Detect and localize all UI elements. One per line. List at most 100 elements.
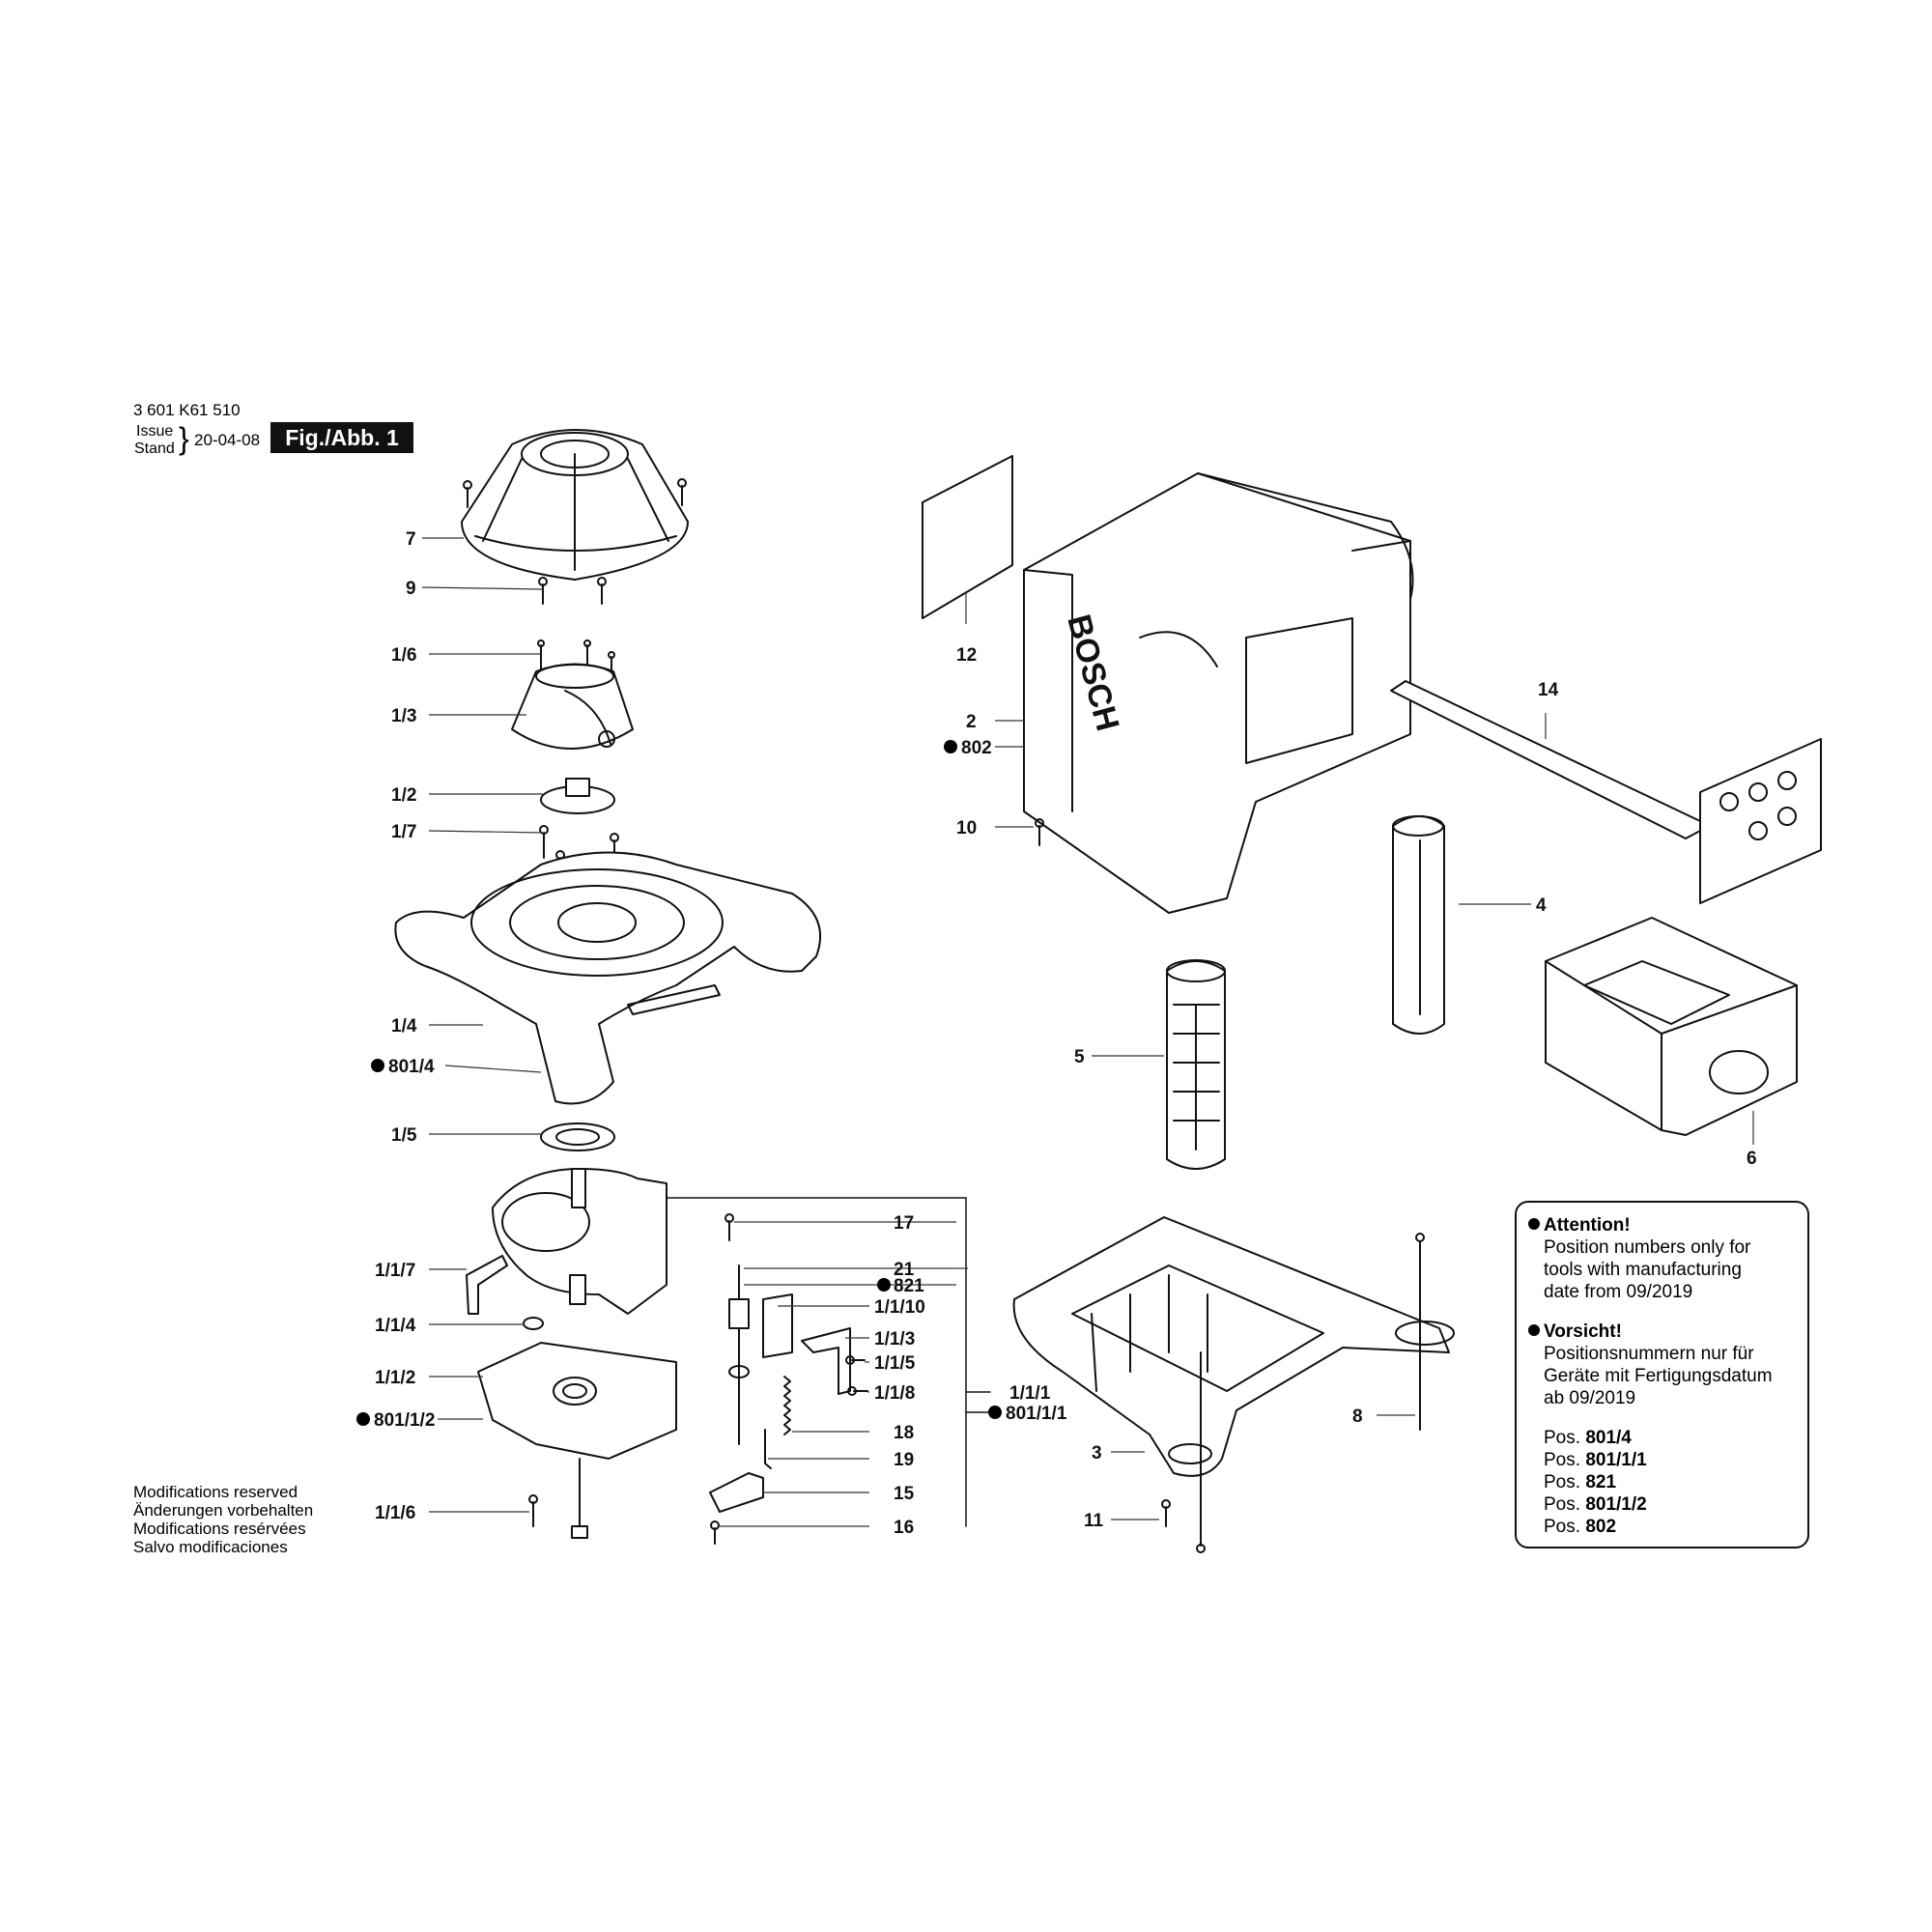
part-9-screws bbox=[463, 478, 687, 605]
callout-1-1-1: 1/1/1 bbox=[1009, 1383, 1051, 1404]
vorsicht-line: Geräte mit Fertigungsdatum bbox=[1544, 1366, 1773, 1386]
part-1-1-7-strip bbox=[466, 1255, 508, 1315]
part-1-2-mount bbox=[540, 778, 615, 814]
callout-1-3: 1/3 bbox=[391, 706, 416, 726]
bullet-801-4 bbox=[371, 1059, 384, 1072]
callout-15: 15 bbox=[894, 1484, 915, 1504]
vorsicht-line: Positionsnummern nur für bbox=[1544, 1344, 1754, 1364]
callout-1-2: 1/2 bbox=[391, 785, 416, 806]
callout-801-4: 801/4 bbox=[388, 1057, 435, 1077]
part-3-long-screw bbox=[1196, 1351, 1206, 1553]
bullet-icon bbox=[1528, 1218, 1540, 1230]
callout-1-7: 1/7 bbox=[391, 822, 416, 842]
vorsicht-title-row: Vorsicht! bbox=[1528, 1321, 1796, 1343]
callout-8: 8 bbox=[1352, 1406, 1363, 1427]
part-1-1-1-motor-unit bbox=[492, 1168, 668, 1315]
callout-7: 7 bbox=[406, 529, 416, 550]
part-7-top-cage bbox=[461, 429, 689, 581]
callout-10: 10 bbox=[956, 818, 977, 838]
callout-11: 11 bbox=[1084, 1511, 1104, 1531]
callout-12: 12 bbox=[956, 645, 977, 666]
part-1-5-ring bbox=[540, 1122, 615, 1151]
mod-line-es: Salvo modificaciones bbox=[133, 1538, 288, 1556]
position-line: Pos. 821 bbox=[1544, 1472, 1617, 1492]
modifications-note: Modifications reserved Änderungen vorbeh… bbox=[133, 1483, 313, 1556]
part-1-1-8-screw bbox=[847, 1386, 868, 1396]
part-4-tube bbox=[1392, 815, 1445, 1035]
brace: } bbox=[179, 421, 189, 456]
part-10-screw bbox=[1035, 818, 1044, 846]
callout-1-1-8: 1/1/8 bbox=[874, 1383, 915, 1404]
callout-1-1-3: 1/1/3 bbox=[874, 1329, 915, 1350]
part-14-ribbon-board bbox=[1390, 680, 1822, 904]
attention-title-row: Attention! bbox=[1528, 1214, 1796, 1236]
callout-17: 17 bbox=[894, 1213, 914, 1234]
part-6-battery-compartment bbox=[1545, 917, 1798, 1136]
part-1-1-6-screw bbox=[528, 1494, 538, 1527]
callout-802: 802 bbox=[961, 738, 992, 758]
bullet-821 bbox=[877, 1278, 891, 1292]
callout-1-1-6: 1/1/6 bbox=[375, 1503, 415, 1523]
callout-19: 19 bbox=[894, 1450, 914, 1470]
attention-line: Position numbers only for bbox=[1544, 1237, 1751, 1258]
callout-1-1-4: 1/1/4 bbox=[375, 1316, 416, 1336]
position-line: Pos. 801/1/1 bbox=[1544, 1450, 1647, 1470]
mod-line-en: Modifications reserved bbox=[133, 1483, 298, 1501]
part-2-housing bbox=[1023, 472, 1414, 914]
callout-6: 6 bbox=[1747, 1149, 1757, 1169]
callout-3: 3 bbox=[1092, 1443, 1102, 1463]
part-1-1-5-screw bbox=[845, 1355, 866, 1365]
figure-label: Fig./Abb. 1 bbox=[270, 422, 413, 453]
part-19-hook bbox=[764, 1429, 772, 1469]
part-1-1-4-washer bbox=[523, 1317, 544, 1330]
callout-801-1-1: 801/1/1 bbox=[1006, 1404, 1067, 1424]
callout-5: 5 bbox=[1074, 1047, 1085, 1067]
bullet-801-1-1 bbox=[988, 1406, 1002, 1419]
part-1-4-base-plate bbox=[394, 851, 822, 1105]
callout-1-1-2: 1/1/2 bbox=[375, 1368, 415, 1388]
callout-1-1-7: 1/1/7 bbox=[375, 1261, 415, 1281]
part-5-bellows bbox=[1166, 959, 1226, 1170]
part-18-spring bbox=[783, 1376, 791, 1435]
issue-date: 20-04-08 bbox=[194, 431, 261, 449]
callout-16: 16 bbox=[894, 1518, 914, 1538]
callout-1-1-5: 1/1/5 bbox=[874, 1353, 916, 1374]
position-line: Pos. 801/1/2 bbox=[1544, 1494, 1647, 1515]
part-11-screw bbox=[1161, 1499, 1171, 1527]
part-21-spindle bbox=[728, 1264, 750, 1445]
callout-14: 14 bbox=[1538, 680, 1559, 700]
callout-1-1-10: 1/1/10 bbox=[874, 1297, 925, 1318]
bullet-801-1-2 bbox=[356, 1412, 370, 1426]
part-16-screw bbox=[710, 1520, 720, 1545]
stand-label: Stand bbox=[134, 440, 175, 457]
callout-2: 2 bbox=[966, 712, 977, 732]
bullet-icon bbox=[1528, 1324, 1540, 1336]
attention-title: Attention! bbox=[1544, 1215, 1631, 1236]
callout-1-5: 1/5 bbox=[391, 1125, 417, 1146]
part-12-label-sheet bbox=[922, 455, 1013, 619]
issue-label: Issue bbox=[136, 423, 174, 440]
part-17-screw bbox=[724, 1213, 734, 1241]
part-8-long-screw bbox=[1415, 1233, 1425, 1431]
callout-1-4: 1/4 bbox=[391, 1016, 417, 1037]
part-1-1-2-circuit-board bbox=[477, 1342, 677, 1539]
callout-9: 9 bbox=[406, 579, 416, 599]
attention-notice-box: Attention! Position numbers only for too… bbox=[1515, 1201, 1809, 1548]
vorsicht-title: Vorsicht! bbox=[1544, 1321, 1622, 1342]
attention-line: date from 09/2019 bbox=[1544, 1282, 1693, 1302]
position-line: Pos. 801/4 bbox=[1544, 1428, 1632, 1448]
part-1-1-3-plate bbox=[801, 1327, 851, 1395]
part-1-3-cone-head bbox=[511, 663, 634, 750]
callout-21: 21 bbox=[894, 1260, 915, 1280]
vorsicht-line: ab 09/2019 bbox=[1544, 1388, 1636, 1408]
callout-821: 821 bbox=[894, 1276, 924, 1296]
part-15-gasket bbox=[709, 1472, 764, 1513]
callout-bracket bbox=[666, 1197, 991, 1527]
callout-4: 4 bbox=[1536, 895, 1547, 916]
part-number: 3 601 K61 510 bbox=[133, 401, 241, 419]
part-3-bottom-housing bbox=[1012, 1216, 1455, 1477]
mod-line-fr: Modifications resérvées bbox=[133, 1520, 306, 1538]
position-line: Pos. 802 bbox=[1544, 1517, 1617, 1537]
bullet-802 bbox=[944, 740, 957, 753]
